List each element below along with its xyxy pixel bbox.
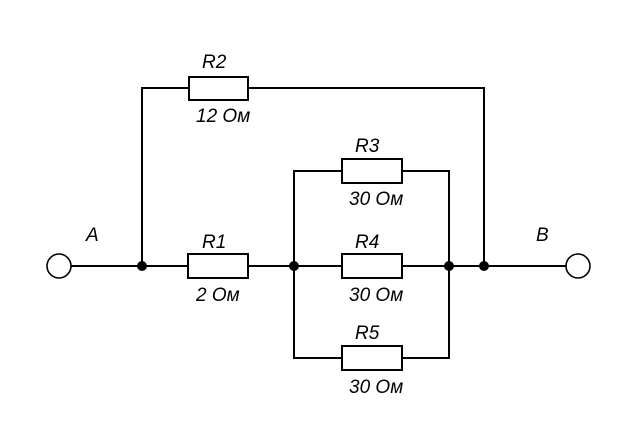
resistor-r4 <box>341 253 403 279</box>
r2-label: R2 <box>202 52 227 73</box>
r5-value: 30 Ом <box>349 377 403 398</box>
r3-label: R3 <box>355 136 380 157</box>
resistor-r3 <box>341 158 403 184</box>
resistor-r2 <box>188 76 249 101</box>
resistor-r5 <box>341 345 403 371</box>
wire-r2-right <box>248 87 485 266</box>
terminal-a <box>46 253 72 279</box>
terminal-b-label: B <box>536 225 549 246</box>
terminal-b <box>565 253 591 279</box>
r4-label: R4 <box>355 232 379 253</box>
r3-value: 30 Ом <box>349 189 403 210</box>
r1-label: R1 <box>202 232 226 253</box>
r1-value: 2 Ом <box>195 285 240 306</box>
junction-node-4 <box>479 261 489 271</box>
resistor-r1 <box>187 253 249 279</box>
junction-node-1 <box>137 261 147 271</box>
wire-parallel-right <box>402 170 450 359</box>
r4-value: 30 Ом <box>349 285 403 306</box>
r5-label: R5 <box>355 323 380 344</box>
junction-node-3 <box>444 261 454 271</box>
terminal-a-label: A <box>85 225 99 246</box>
junction-node-2 <box>289 261 299 271</box>
r2-value: 12 Ом <box>196 106 250 127</box>
wire-parallel-left <box>293 170 342 359</box>
wire-r2-left <box>141 87 189 266</box>
